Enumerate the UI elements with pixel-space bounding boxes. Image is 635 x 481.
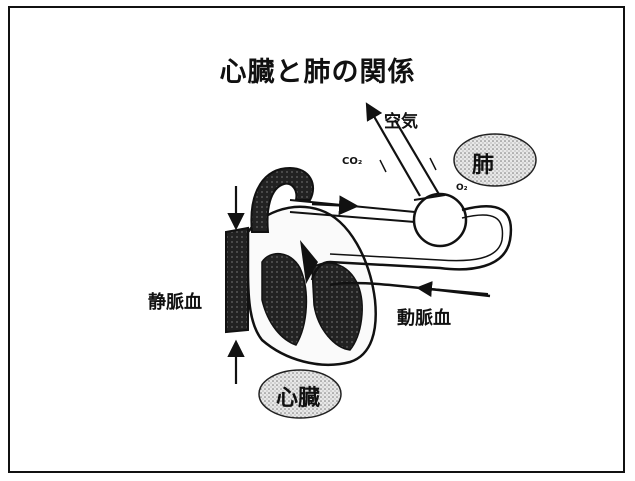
o2-tick [430, 158, 436, 170]
vein-blood-label: 静脈血 [148, 288, 202, 314]
air-label: 空気 [384, 107, 418, 132]
artery-blood-label: 動脈血 [397, 304, 451, 330]
pulmonary-flow-arrow [312, 204, 354, 206]
co2-tick [380, 160, 386, 172]
co2-label: CO₂ [342, 156, 362, 167]
lung-label: 肺 [472, 147, 494, 179]
alveolus [414, 194, 466, 246]
lung-bubble [454, 134, 536, 186]
vena-cava [226, 228, 248, 332]
artery-flow-arrow [420, 288, 488, 294]
heart-label: 心臓 [276, 380, 320, 412]
diagram-title: 心臓と肺の関係 [0, 50, 635, 89]
o2-label: O₂ [456, 183, 468, 193]
